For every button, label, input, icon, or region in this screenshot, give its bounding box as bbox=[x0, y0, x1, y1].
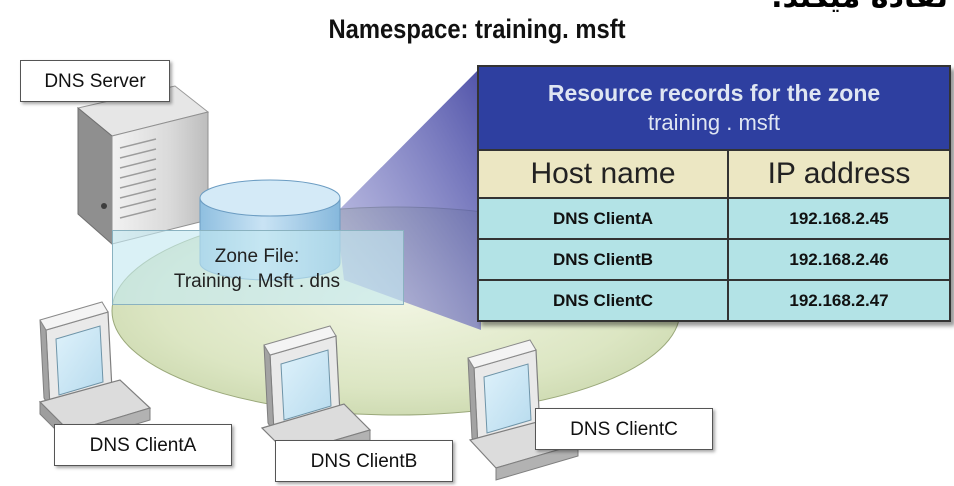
table-heading: Resource records for the zone training .… bbox=[479, 67, 949, 151]
client-label-a: DNS ClientA bbox=[54, 424, 232, 466]
column-header-ip: IP address bbox=[767, 157, 911, 190]
zone-file-line1: Zone File: bbox=[214, 246, 300, 267]
table-row: DNS ClientB 192.168.2.46 bbox=[479, 240, 949, 281]
host-cell: DNS ClientC bbox=[479, 281, 729, 320]
zone-file-box bbox=[112, 230, 404, 305]
client-label-b: DNS ClientB bbox=[275, 440, 453, 482]
table-column-headers: Host name IP address bbox=[479, 151, 949, 199]
table-heading-line2: training . msft bbox=[647, 110, 781, 135]
host-cell: DNS ClientB bbox=[479, 240, 729, 279]
desktop-computer-icon bbox=[38, 301, 152, 446]
diagram-title: Namespace: training. msft bbox=[328, 14, 626, 44]
column-header-host: Host name bbox=[479, 151, 729, 197]
ip-cell: 192.168.2.46 bbox=[789, 249, 889, 269]
server-label: DNS Server bbox=[20, 60, 170, 102]
zone-file-line2: Training . Msft . dns bbox=[173, 271, 341, 292]
ip-cell: 192.168.2.45 bbox=[789, 208, 889, 228]
table-heading-line1: Resource records for the zone bbox=[547, 80, 881, 106]
ip-cell: 192.168.2.47 bbox=[789, 290, 889, 310]
corner-text: تفاده میکند. bbox=[771, 0, 948, 15]
resource-records-table: Resource records for the zone training .… bbox=[477, 65, 951, 322]
table-row: DNS ClientA 192.168.2.45 bbox=[479, 199, 949, 240]
server-tower-icon bbox=[76, 85, 210, 246]
host-cell: DNS ClientA bbox=[479, 199, 729, 238]
client-label-c: DNS ClientC bbox=[535, 408, 713, 450]
table-row: DNS ClientC 192.168.2.47 bbox=[479, 281, 949, 320]
